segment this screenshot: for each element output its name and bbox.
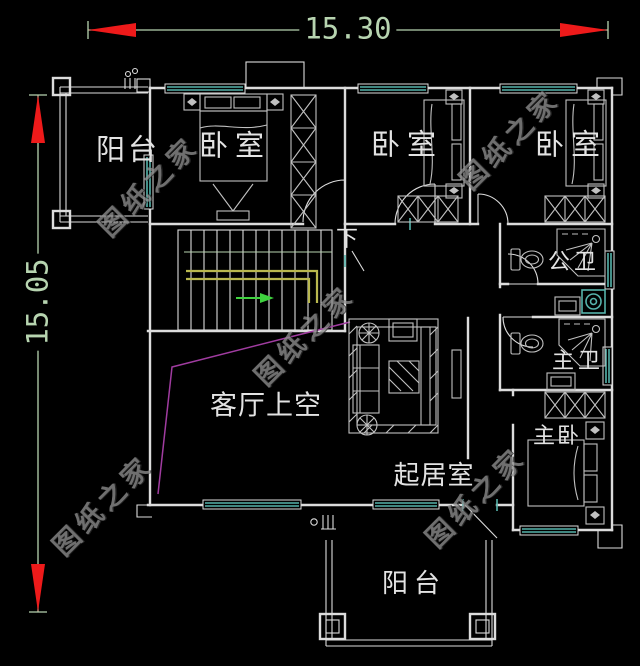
stair-note-leader bbox=[351, 250, 365, 272]
plant-icon bbox=[358, 322, 380, 344]
room-label-master-bedroom: 主卧 bbox=[532, 423, 582, 448]
balcony-top-railing bbox=[51, 67, 151, 230]
door-arc bbox=[302, 179, 346, 223]
void-outline bbox=[157, 321, 351, 495]
left-arrow-icon bbox=[88, 23, 136, 37]
room-label-master-bath: 主卫 bbox=[551, 348, 605, 373]
door-jamb-accents bbox=[344, 218, 498, 511]
stair-handrail bbox=[186, 269, 319, 303]
column bbox=[318, 612, 347, 641]
stair-down-note: 下 bbox=[335, 226, 359, 251]
room-label-bedroom-right: 卧室 bbox=[534, 129, 608, 162]
down-arrow-icon bbox=[31, 564, 45, 612]
pipe-icon bbox=[124, 67, 139, 89]
dimension-top-value: 15.30 bbox=[299, 14, 397, 44]
dresser-icon bbox=[212, 183, 254, 221]
washing-machine-icon bbox=[581, 289, 606, 314]
door-arc bbox=[507, 253, 539, 285]
window bbox=[604, 250, 615, 290]
windows bbox=[143, 83, 615, 536]
shower-icon bbox=[556, 228, 606, 277]
window bbox=[372, 499, 440, 510]
room-label-balcony-top: 阳台 bbox=[95, 134, 161, 167]
drain-icon bbox=[310, 515, 336, 530]
bed-icon bbox=[423, 89, 465, 199]
door-leaf bbox=[464, 504, 498, 539]
bed-icon bbox=[183, 93, 284, 182]
room-label-bedroom-left: 卧室 bbox=[198, 130, 272, 163]
room-label-public-bath: 公卫 bbox=[547, 249, 601, 274]
door-arc bbox=[477, 193, 509, 225]
column bbox=[136, 78, 151, 93]
stairs bbox=[177, 229, 365, 331]
dimension-top bbox=[87, 21, 609, 39]
wardrobe-icon bbox=[290, 94, 317, 229]
room-label-balcony-bottom: 阳台 bbox=[381, 568, 447, 598]
balcony-bottom-railing bbox=[318, 540, 497, 647]
shower-icon bbox=[558, 318, 606, 367]
sink-icon bbox=[546, 372, 576, 391]
column-inner bbox=[475, 619, 490, 634]
bottom-right-corner-step bbox=[597, 524, 623, 549]
toilet-icon bbox=[510, 248, 544, 271]
window bbox=[519, 525, 579, 536]
column bbox=[468, 612, 497, 641]
window bbox=[164, 83, 246, 94]
doors bbox=[302, 179, 539, 539]
window bbox=[357, 83, 429, 94]
dimension-left bbox=[29, 94, 47, 613]
room-label-bedroom-mid: 卧室 bbox=[370, 129, 444, 162]
bed-icon bbox=[527, 421, 605, 525]
window bbox=[499, 83, 578, 94]
up-arrow-icon bbox=[31, 95, 45, 143]
column bbox=[51, 209, 72, 230]
tv-icon bbox=[451, 349, 462, 399]
plant-icon bbox=[356, 414, 378, 436]
wardrobe-icon bbox=[544, 195, 606, 223]
door-arc bbox=[502, 316, 534, 348]
stair-direction-arrow bbox=[260, 293, 274, 303]
bottom-left-corner-step bbox=[136, 504, 152, 518]
wardrobe-icon bbox=[397, 195, 459, 223]
wardrobe-icon bbox=[544, 391, 606, 419]
bed-icon bbox=[565, 89, 607, 199]
dimension-left-value: 15.05 bbox=[21, 253, 55, 351]
chimney bbox=[245, 61, 305, 89]
column-inner bbox=[325, 619, 340, 634]
top-right-corner-step bbox=[596, 77, 623, 96]
window bbox=[143, 154, 154, 210]
room-label-family-room: 起居室 bbox=[393, 460, 475, 490]
column bbox=[51, 76, 72, 97]
sink-icon bbox=[554, 296, 581, 316]
toilet-icon bbox=[510, 332, 544, 355]
sofa-set-icon bbox=[348, 318, 439, 434]
window bbox=[202, 499, 302, 510]
room-label-living-void: 客厅上空 bbox=[210, 390, 322, 421]
right-arrow-icon bbox=[560, 23, 608, 37]
